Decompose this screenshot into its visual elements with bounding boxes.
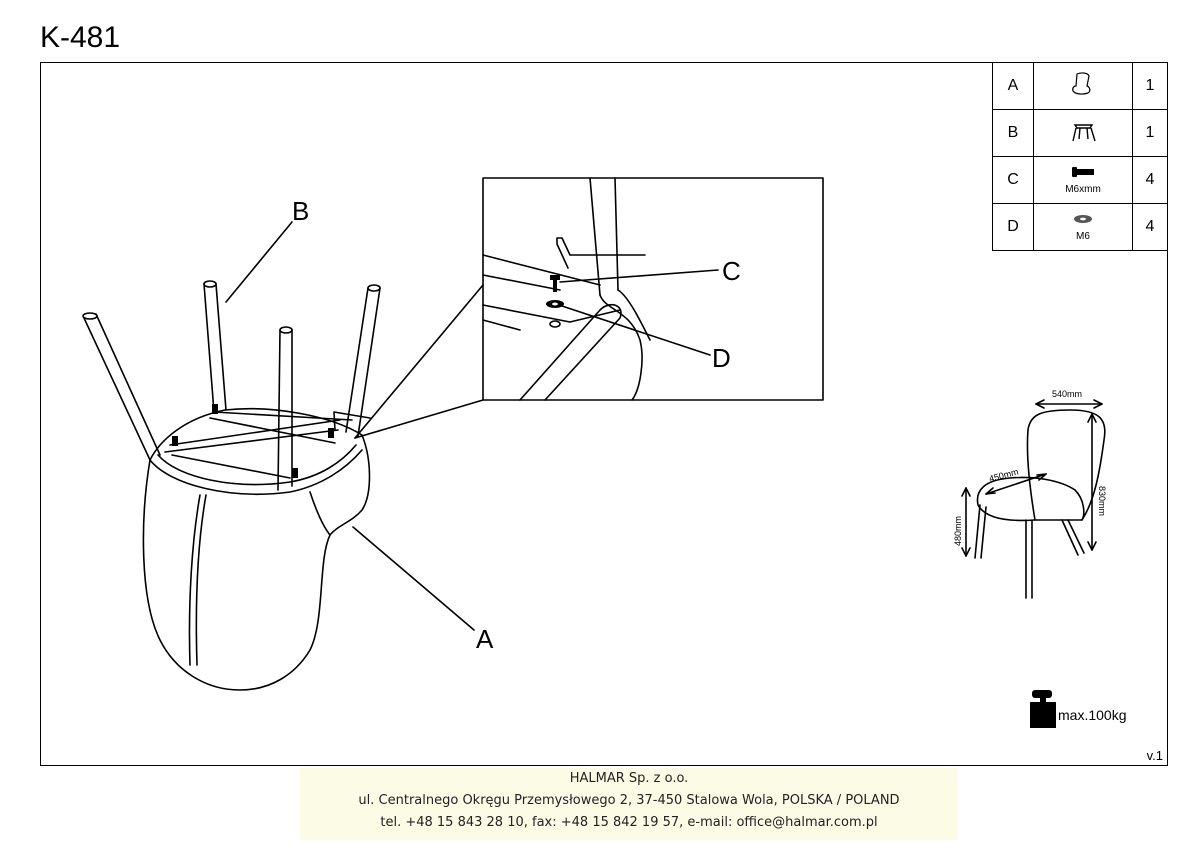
chair-assembly-illustration: [82, 280, 381, 691]
part-quantity: 1: [1132, 109, 1168, 157]
company-address: ul. Centralnego Okręgu Przemysłowego 2, …: [358, 793, 900, 808]
callout-b: B: [292, 196, 309, 226]
callout-c: C: [722, 256, 741, 286]
seat-shell-icon: [1072, 71, 1091, 95]
dimension-seat-height: 480mm: [953, 516, 963, 546]
callout-d: D: [712, 343, 731, 373]
weight-icon: [1030, 690, 1056, 728]
model-title: K-481: [40, 21, 121, 54]
part-quantity: 4: [1132, 203, 1168, 251]
part-letter: D: [992, 203, 1034, 251]
instruction-frame: A 1 B 1 C: [40, 62, 1168, 766]
parts-row-a: A 1: [992, 62, 1168, 110]
bolt-icon: [1072, 167, 1094, 177]
company-footer: HALMAR Sp. z o.o. ul. Centralnego Okręgu…: [300, 768, 958, 840]
part-quantity: 4: [1132, 156, 1168, 204]
version-label: v.1: [1146, 748, 1163, 763]
parts-row-c: C M6xmm 4: [992, 156, 1168, 204]
chair-dimension-illustration: [961, 399, 1106, 599]
parts-row-d: D M6 4: [992, 203, 1168, 251]
part-quantity: 1: [1132, 62, 1168, 110]
callout-a: A: [476, 624, 494, 654]
washer-icon: [1074, 215, 1092, 223]
part-caption: M6: [1076, 231, 1090, 242]
parts-row-b: B 1: [992, 109, 1168, 157]
part-letter: B: [992, 109, 1034, 157]
part-letter: C: [992, 156, 1034, 204]
dimension-height: 830mm: [1097, 486, 1107, 516]
seat-shell-outline: [142, 407, 371, 691]
company-name: HALMAR Sp. z o.o.: [569, 771, 689, 786]
part-caption: M6xmm: [1065, 184, 1101, 195]
max-load-label: max.100kg: [1058, 707, 1126, 723]
parts-table: A 1 B 1 C: [992, 62, 1168, 251]
part-letter: A: [992, 62, 1034, 110]
dimension-width: 540mm: [1052, 389, 1082, 399]
leg-frame-icon: [1072, 123, 1096, 141]
company-contact: tel. +48 15 843 28 10, fax: +48 15 842 1…: [380, 815, 878, 830]
